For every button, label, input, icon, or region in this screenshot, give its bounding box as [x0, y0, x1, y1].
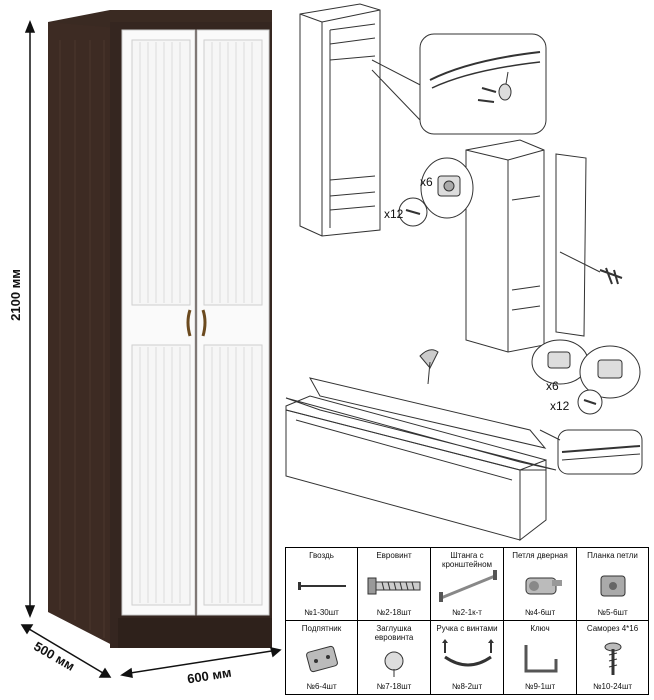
- rail-bracket-detail: [371, 33, 547, 135]
- screw-icon: [604, 642, 622, 675]
- part-qty: №9-1шт: [524, 682, 556, 691]
- part-qty: №1-30шт: [304, 608, 339, 617]
- part-cell-rod: Штанга с кронштейном №2-1к-т: [430, 547, 504, 621]
- part-cell-self-tapping-screw: Саморез 4*16 №10-24шт: [576, 620, 649, 695]
- door-handles: [186, 309, 207, 337]
- part-name: Штанга с кронштейном: [441, 551, 493, 569]
- hinge-top-count: x6: [420, 175, 433, 189]
- hinge-plate-icon: [600, 575, 626, 597]
- screw-bottom-count: x12: [550, 399, 570, 413]
- hinge-bottom-count: x6: [546, 379, 559, 393]
- part-name: Заглушка евровинта: [374, 624, 414, 642]
- part-qty: №5-6шт: [597, 608, 628, 617]
- width-label: 600 мм: [186, 665, 232, 687]
- part-qty: №2-18шт: [376, 608, 412, 617]
- part-qty: №8-2шт: [451, 682, 483, 691]
- hinge-icon: [525, 577, 562, 595]
- assembly-step-doors: [465, 139, 623, 353]
- height-label: 2100 мм: [8, 269, 23, 321]
- part-cell-nail: Гвоздь №1-30шт: [285, 547, 358, 621]
- part-name: Саморез 4*16: [586, 624, 639, 633]
- part-qty: №10-24шт: [592, 682, 633, 691]
- foot-pad-icon: [306, 645, 338, 673]
- part-cell-cap: Заглушка евровинта №7-18шт: [357, 620, 431, 695]
- part-name: Подпятник: [301, 624, 342, 633]
- assembly-step-back-panel: [285, 349, 643, 542]
- nail-icon: [298, 582, 346, 590]
- height-dimension: [24, 19, 36, 619]
- handle-icon: [442, 639, 494, 667]
- part-name: Евровинт: [376, 551, 412, 560]
- part-cell-hinge-plate: Планка петли №5-6шт: [576, 547, 649, 621]
- eurovint-screw-icon: [367, 577, 421, 595]
- right-door: [196, 29, 270, 616]
- hinge-detail-top: [398, 157, 474, 227]
- part-name: Планка петли: [587, 551, 638, 560]
- part-cell-key: Ключ №9-1шт: [503, 620, 577, 695]
- part-qty: №7-18шт: [376, 682, 412, 691]
- part-cell-handle: Ручка с винтами №8-2шт: [430, 620, 504, 695]
- screw-top-count: x12: [384, 207, 404, 221]
- part-cell-hinge: Петля дверная №4-6шт: [503, 547, 577, 621]
- part-qty: №4-6шт: [524, 608, 556, 617]
- assembly-step-carcass: [299, 3, 381, 237]
- hinge-detail-bottom: [531, 339, 641, 415]
- part-qty: №2-1к-т: [452, 608, 482, 617]
- part-name: Петля дверная: [512, 551, 568, 560]
- cap-icon: [384, 651, 404, 677]
- left-door: [121, 29, 196, 616]
- depth-dimension: [20, 624, 112, 678]
- part-name: Ручка с винтами: [436, 624, 498, 633]
- part-name: Гвоздь: [309, 551, 334, 560]
- hex-key-icon: [524, 645, 558, 673]
- width-dimension: [120, 647, 282, 678]
- part-qty: №6-4шт: [306, 682, 337, 691]
- rod-icon: [439, 570, 497, 602]
- part-name: Ключ: [530, 624, 550, 633]
- part-cell-foot-pad: Подпятник №6-4шт: [285, 620, 358, 695]
- part-cell-eurovint: Евровинт №2-18шт: [357, 547, 431, 621]
- parts-table: Гвоздь №1-30шт Евровинт №2-18шт Штанга с…: [285, 547, 649, 695]
